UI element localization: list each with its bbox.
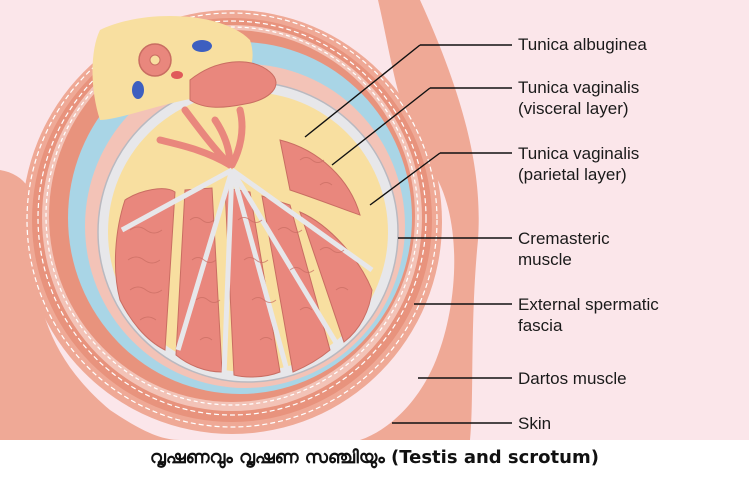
- vein-1: [192, 40, 212, 52]
- label-cremasteric-muscle: Cremasteric muscle: [518, 228, 610, 270]
- label-tunica-albuginea: Tunica albuginea: [518, 34, 647, 55]
- label-external-spermatic-line1: External spermatic: [518, 294, 659, 315]
- artery-1: [171, 71, 183, 79]
- vas-deferens-lumen: [150, 55, 160, 65]
- label-tunica-vaginalis-visceral: Tunica vaginalis (visceral layer): [518, 77, 639, 119]
- label-tunica-vaginalis-visceral-line1: Tunica vaginalis: [518, 77, 639, 98]
- label-external-spermatic-line2: fascia: [518, 315, 659, 336]
- label-tunica-vaginalis-parietal: Tunica vaginalis (parietal layer): [518, 143, 639, 185]
- figure-caption: വൃഷണവും വൃഷണ സഞ്ചിയും (Testis and scrotu…: [0, 447, 749, 468]
- label-external-spermatic-fascia: External spermatic fascia: [518, 294, 659, 336]
- label-dartos-muscle: Dartos muscle: [518, 368, 627, 389]
- label-cremasteric-line2: muscle: [518, 249, 610, 270]
- label-tunica-vaginalis-visceral-line2: (visceral layer): [518, 98, 639, 119]
- label-tunica-vaginalis-parietal-line2: (parietal layer): [518, 164, 639, 185]
- label-tunica-vaginalis-parietal-line1: Tunica vaginalis: [518, 143, 639, 164]
- vein-2: [132, 81, 144, 99]
- label-skin: Skin: [518, 413, 551, 434]
- label-cremasteric-line1: Cremasteric: [518, 228, 610, 249]
